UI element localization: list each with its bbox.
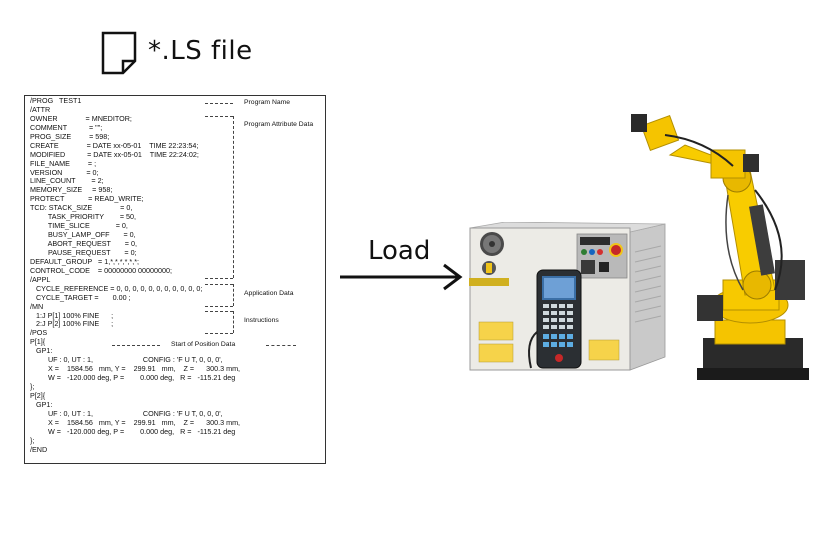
code-line: P[2]{ [30, 390, 46, 400]
code-line: GP1: [30, 346, 53, 356]
code-line: X = 1584.56 mm, Y = 299.91 mm, Z = 300.3… [30, 417, 241, 427]
code-line: UF : 0, UT : 1, CONFIG : 'F U T, 0, 0, 0… [30, 355, 223, 365]
instructions-bracket [233, 311, 234, 333]
code-line: PROG_SIZE = 598; [30, 131, 110, 141]
code-line: UF : 0, UT : 1, CONFIG : 'F U T, 0, 0, 0… [30, 408, 223, 418]
code-line: /PROG TEST1 [30, 96, 82, 105]
attribute-note: Program Attribute Data [244, 121, 314, 128]
file-title: *.LS file [148, 36, 253, 66]
code-line: }; [30, 435, 35, 445]
code-line: W = -120.000 deg, P = 0.000 deg, R = -11… [30, 426, 236, 436]
code-line: X = 1584.56 mm, Y = 299.91 mm, Z = 300.3… [30, 364, 241, 374]
instructions-bracket-bottom [205, 333, 233, 334]
code-line: MODIFIED = DATE xx-05-01 TIME 22:24:02; [30, 149, 199, 159]
code-line: /MN [30, 301, 44, 311]
position-connector-right [266, 345, 296, 346]
instructions-note: Instructions [244, 317, 279, 324]
instructions-bracket-top [205, 311, 233, 312]
code-line: /ATTR [30, 104, 51, 114]
ls-file-listing [24, 95, 326, 464]
code-line: /APPL [30, 274, 51, 284]
code-line: TASK_PRIORITY = 50, [30, 212, 137, 222]
program-name-connector [205, 103, 233, 104]
code-line: TCD: STACK_SIZE = 0, [30, 203, 133, 213]
application-bracket [233, 284, 234, 306]
code-line: PAUSE_REQUEST = 0; [30, 247, 137, 257]
position-note: Start of Position Data [171, 341, 236, 348]
code-line: PROTECT = READ_WRITE; [30, 194, 144, 204]
application-note: Application Data [244, 290, 294, 297]
document-icon [101, 31, 137, 75]
load-label: Load [368, 236, 431, 266]
code-line: MEMORY_SIZE = 958; [30, 185, 113, 195]
code-line: 2:J P[2] 100% FINE ; [30, 319, 114, 329]
code-line: OWNER = MNEDITOR; [30, 113, 132, 123]
code-line: BUSY_LAMP_OFF = 0, [30, 230, 136, 240]
robot-arm-image [631, 114, 809, 380]
code-line: ABORT_REQUEST = 0, [30, 239, 137, 248]
application-bracket-top [205, 284, 233, 285]
code-line: }; [30, 382, 35, 391]
code-line: DEFAULT_GROUP = 1,*,*,*,*,*,*; [30, 256, 139, 266]
code-line: W = -120.000 deg, P = 0.000 deg, R = -11… [30, 373, 236, 383]
right-arrow-icon [340, 263, 463, 291]
attribute-bracket [233, 116, 234, 278]
code-line: P[1]{ [30, 337, 46, 347]
position-connector-left [112, 345, 160, 346]
code-line: 1:J P[1] 100% FINE ; [30, 310, 114, 320]
attribute-bracket-top [205, 116, 233, 117]
code-line: CREATE = DATE xx-05-01 TIME 22:23:54; [30, 140, 199, 150]
application-bracket-bottom [205, 306, 233, 307]
code-line: CYCLE_TARGET = 0.00 ; [30, 292, 131, 302]
code-line: CONTROL_CODE = 00000000 00000000; [30, 265, 173, 275]
code-line: COMMENT = ""; [30, 122, 103, 132]
code-line: /END [30, 444, 48, 454]
code-line: TIME_SLICE = 0, [30, 221, 128, 231]
program-name-note: Program Name [244, 99, 291, 106]
code-line: /POS [30, 328, 48, 338]
attribute-bracket-bottom [205, 278, 233, 279]
code-line: LINE_COUNT = 2; [30, 176, 104, 186]
code-line: CYCLE_REFERENCE = 0, 0, 0, 0, 0, 0, 0, 0… [30, 283, 203, 293]
code-line: GP1: [30, 399, 53, 409]
code-line: FILE_NAME = ; [30, 158, 97, 168]
robot-controller-image [469, 222, 666, 371]
code-line: VERSION = 0; [30, 167, 99, 177]
